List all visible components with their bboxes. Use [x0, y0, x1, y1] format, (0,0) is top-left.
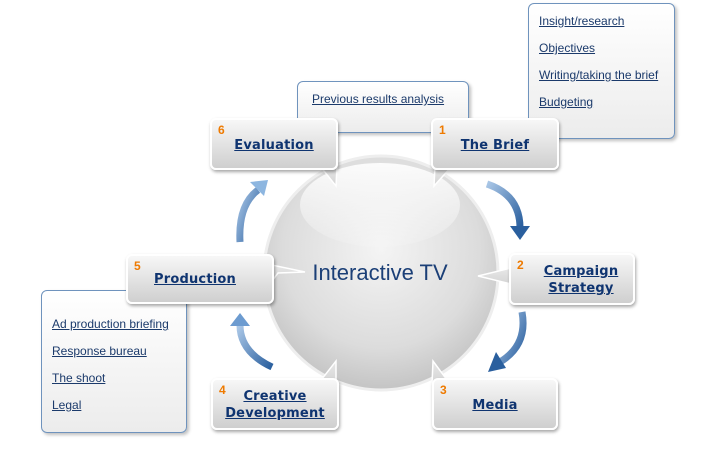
link-ad-production-briefing[interactable]: Ad production briefing: [52, 317, 169, 331]
step-production[interactable]: 5 Production: [126, 254, 274, 304]
link-previous-results-analysis[interactable]: Previous results analysis: [312, 92, 445, 106]
arrow-creative-to-production: [230, 313, 274, 371]
step-number: 5: [134, 259, 141, 273]
step-number: 1: [439, 123, 446, 137]
step-label-line1[interactable]: Campaign: [543, 264, 619, 279]
step-campaign-strategy[interactable]: 2 Campaign Strategy: [509, 253, 635, 305]
link-insight-research[interactable]: Insight/research: [539, 14, 625, 28]
step-number: 4: [219, 383, 226, 397]
link-legal[interactable]: Legal: [52, 398, 82, 412]
step-number: 6: [218, 123, 225, 137]
step-label[interactable]: Media: [472, 398, 518, 413]
step-label[interactable]: Evaluation: [234, 138, 314, 153]
link-writing-brief[interactable]: Writing/taking the brief: [539, 68, 659, 82]
step-label[interactable]: The Brief: [460, 138, 530, 153]
arrow-strategy-to-media: [488, 311, 527, 372]
link-objectives[interactable]: Objectives: [539, 41, 596, 55]
sphere-highlight: [300, 163, 460, 247]
step-media[interactable]: 3 Media: [432, 378, 558, 430]
brief-details-panel: Insight/research Objectives Writing/taki…: [528, 3, 675, 139]
step-label-line1[interactable]: Creative: [243, 389, 307, 404]
step-number: 2: [517, 258, 524, 272]
center-title: Interactive TV: [312, 260, 448, 285]
link-the-shoot[interactable]: The shoot: [52, 371, 106, 385]
step-evaluation[interactable]: 6 Evaluation: [210, 118, 338, 170]
step-label-line2[interactable]: Strategy: [548, 281, 614, 296]
link-response-bureau[interactable]: Response bureau: [52, 344, 147, 358]
link-budgeting[interactable]: Budgeting: [539, 95, 594, 109]
arrow-production-to-evaluation: [236, 180, 268, 243]
production-details-panel: Ad production briefing Response bureau T…: [41, 290, 187, 433]
step-the-brief[interactable]: 1 The Brief: [431, 118, 559, 170]
step-label-line2[interactable]: Development: [225, 406, 325, 421]
arrow-brief-to-strategy: [485, 180, 530, 240]
step-creative-development[interactable]: 4 Creative Development: [211, 378, 339, 430]
step-label[interactable]: Production: [154, 272, 236, 287]
step-number: 3: [440, 383, 447, 397]
